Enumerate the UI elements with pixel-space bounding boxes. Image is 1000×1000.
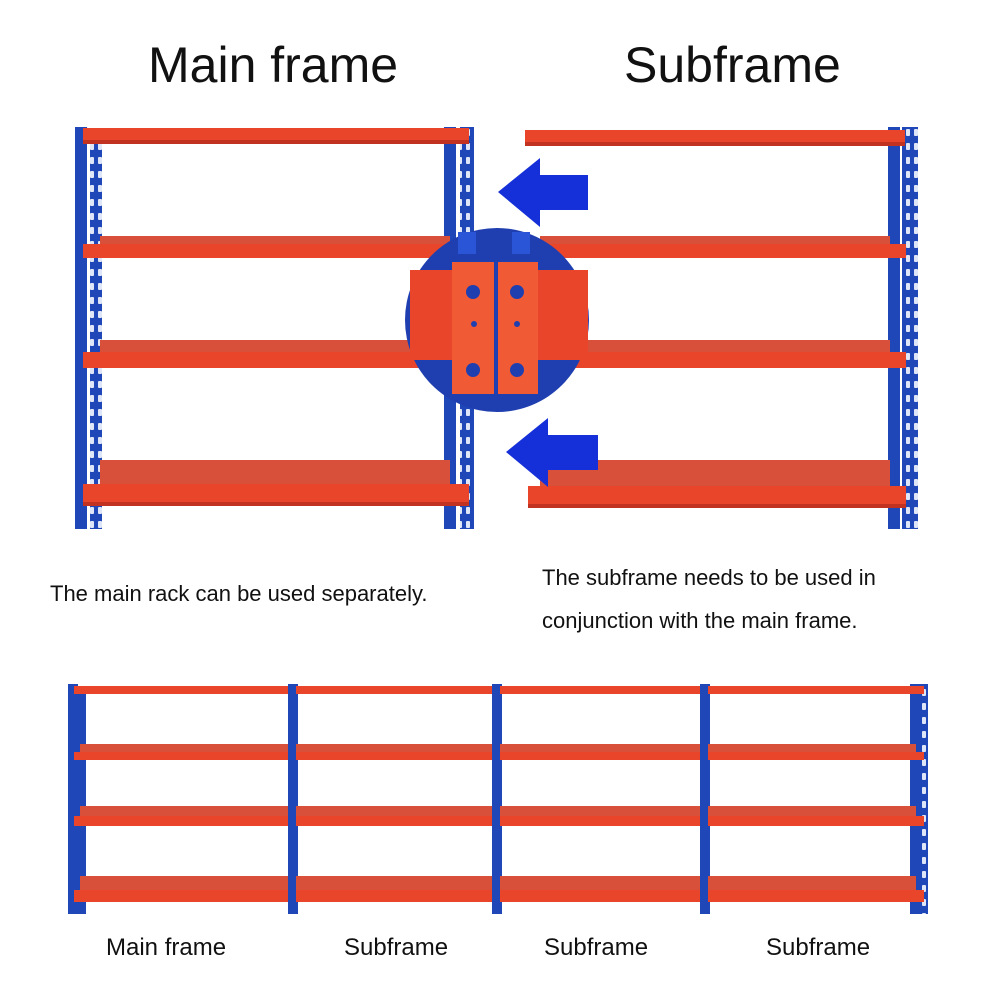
bottom-label-subframe-2: Subframe — [544, 934, 649, 961]
subframe-caption: The subframe needs to be used in conjunc… — [542, 556, 962, 642]
connector-detail-icon — [405, 228, 589, 412]
subframe-rack — [525, 127, 918, 529]
bottom-label-subframe-3: Subframe — [766, 934, 871, 961]
main-frame-upright-left — [75, 127, 87, 529]
main-frame-shelves — [83, 128, 469, 506]
bottom-label-main-frame: Main frame — [106, 934, 227, 961]
arrow-left-icon — [498, 158, 588, 227]
main-frame-heading: Main frame — [148, 37, 399, 93]
subframe-shelves — [525, 130, 906, 508]
main-frame-caption: The main rack can be used separately. — [50, 581, 428, 606]
subframe-caption-line-2: conjunction with the main frame. — [542, 608, 858, 633]
arrow-left-icon — [506, 418, 598, 487]
combined-rack — [68, 684, 928, 914]
subframe-caption-line-1: The subframe needs to be used in — [542, 565, 876, 590]
subframe-upright-left — [888, 127, 900, 529]
bottom-label-subframe-1: Subframe — [344, 934, 449, 961]
subframe-heading: Subframe — [624, 37, 841, 93]
